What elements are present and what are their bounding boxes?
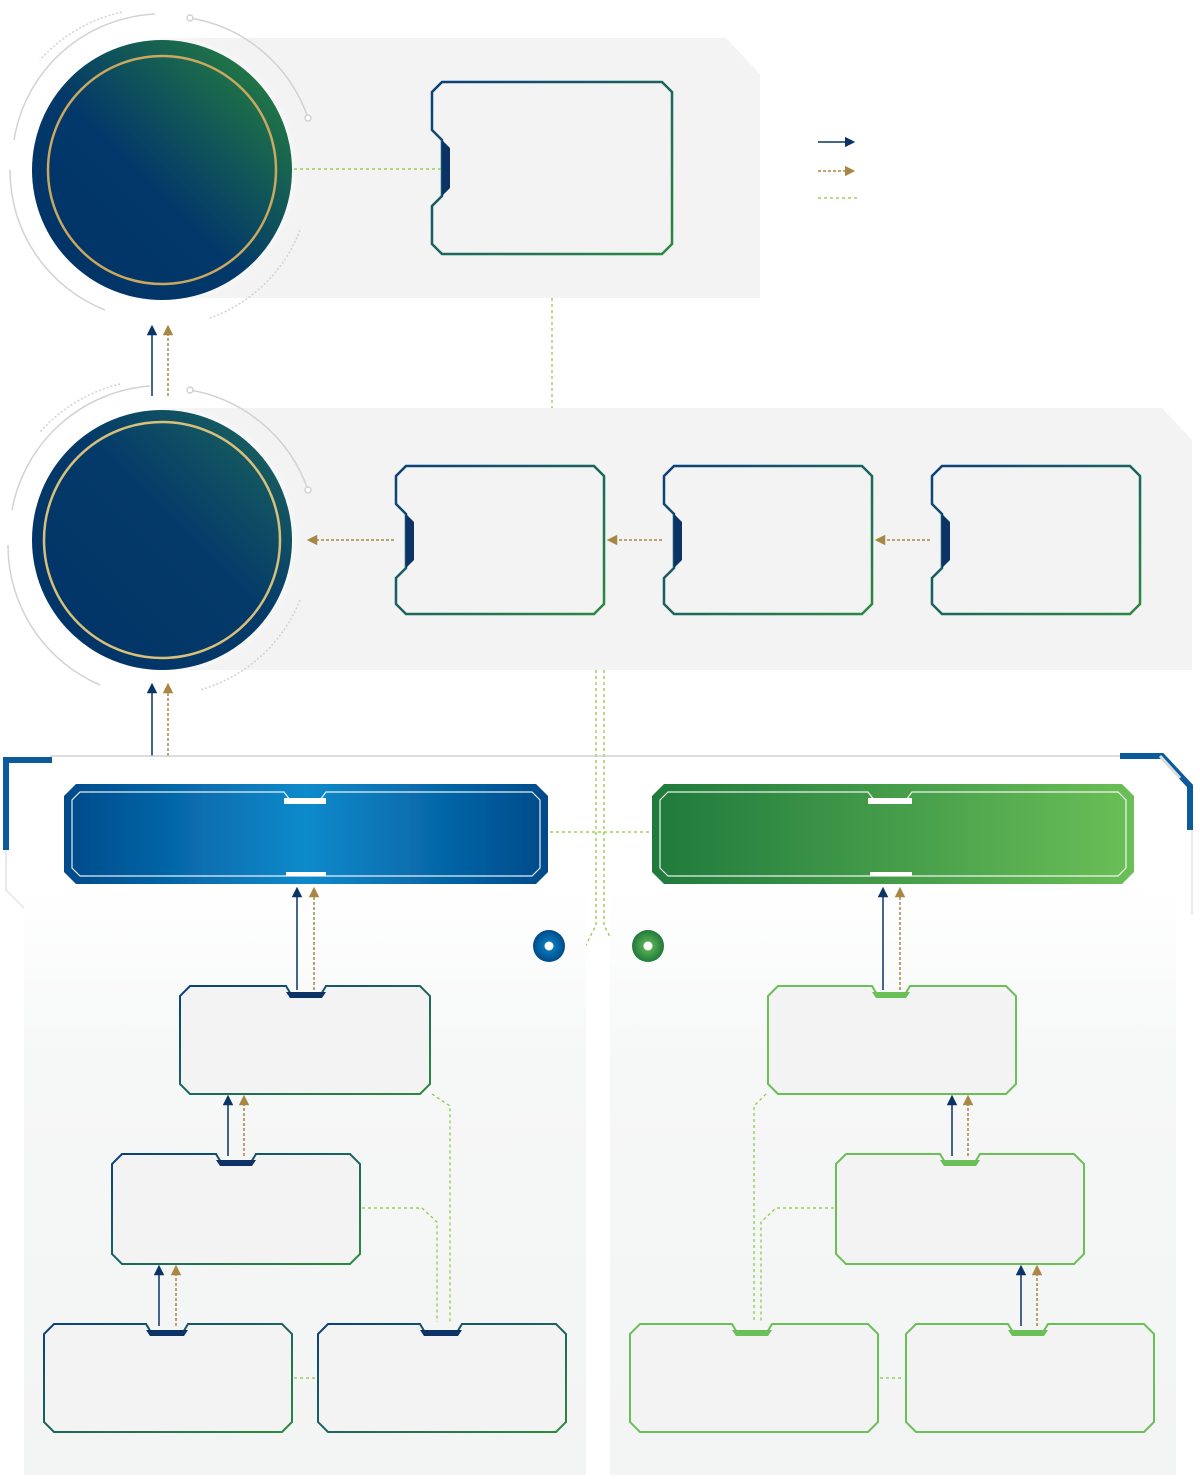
middle-circle	[30, 408, 294, 672]
right-box-middle	[835, 1153, 1085, 1265]
left-box-top	[179, 985, 431, 1095]
top-circle-orbit-decoration	[9, 11, 312, 319]
right-box-bottom-1	[629, 1323, 879, 1433]
left-column-connectors	[294, 1093, 451, 1379]
middle-box-1	[394, 464, 606, 616]
arrows-left-box-to-header	[291, 886, 320, 990]
green-dot-icon	[632, 930, 664, 962]
arrows-bottom-to-middle	[146, 682, 174, 756]
middle-box-3	[930, 464, 1142, 616]
left-column-arrows	[153, 1094, 250, 1326]
top-circle	[30, 38, 294, 302]
left-box-bottom-2	[317, 1323, 567, 1433]
blue-dot-icon	[533, 930, 565, 962]
bottom-frame	[3, 753, 1193, 915]
right-column-header-bar	[652, 784, 1134, 884]
middle-circle-orbit-decoration	[7, 383, 312, 691]
right-box-top	[767, 985, 1017, 1095]
connector-middle-to-dots	[566, 670, 632, 946]
right-column-connectors	[753, 1093, 904, 1379]
left-column-header-bar	[64, 784, 548, 884]
left-box-middle	[111, 1153, 361, 1265]
right-box-bottom-2	[905, 1323, 1155, 1433]
arrows-middle-to-top	[146, 324, 174, 396]
arrows-right-box-to-header	[877, 886, 906, 990]
left-box-bottom-1	[43, 1323, 293, 1433]
middle-box-2	[662, 464, 874, 616]
top-box	[430, 80, 674, 256]
legend	[818, 136, 858, 199]
right-column-arrows	[946, 1094, 1043, 1326]
